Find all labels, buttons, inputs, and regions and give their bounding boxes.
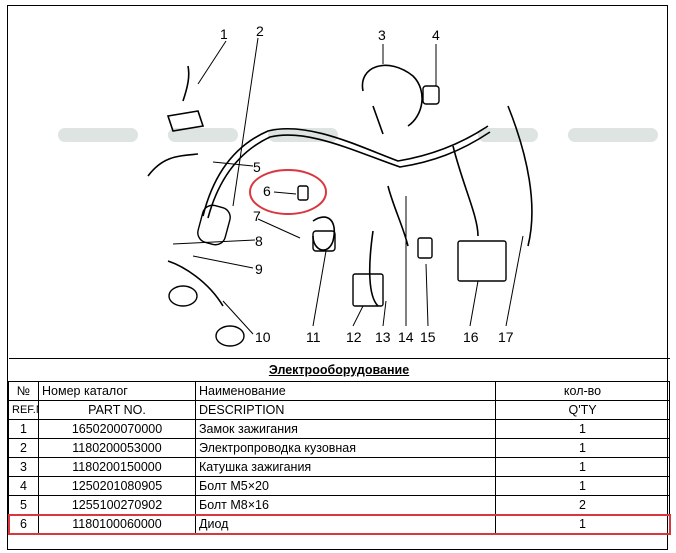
table-row: 3 1180200150000 Катушка зажигания 1 (8, 457, 671, 477)
harness-lines (147, 64, 533, 307)
callout-7: 7 (253, 208, 261, 224)
callout-1: 1 (220, 26, 228, 42)
row-name: Диод (195, 514, 496, 534)
row-qty: 1 (494, 476, 671, 496)
row-no: 3 (8, 457, 39, 477)
header-row-ru: № Номер каталог Наименование кол-во (8, 381, 671, 401)
header-qty: кол-во (494, 381, 671, 401)
callout-10: 10 (255, 329, 271, 345)
header-description: DESCRIPTION (195, 400, 496, 420)
components (168, 85, 507, 347)
page-frame: 1 2 3 4 5 6 7 8 9 10 11 12 13 14 15 16 1… (7, 5, 671, 550)
row-no: 6 (8, 514, 39, 534)
callout-2: 2 (256, 23, 264, 39)
row-part: 1180200053000 (38, 438, 196, 458)
row-part: 1250201080905 (38, 476, 196, 496)
table-row-highlighted: 6 1180100060000 Диод 1 (7, 513, 671, 535)
table-row: 1 1650200070000 Замок зажигания 1 (8, 419, 671, 439)
row-name: Замок зажигания (195, 419, 496, 439)
row-part: 1180100060000 (38, 514, 196, 534)
header-part-no: PART NO. (38, 400, 196, 420)
row-qty: 1 (494, 514, 671, 534)
row-name: Электропроводка кузовная (195, 438, 496, 458)
row-qty: 1 (494, 419, 671, 439)
callout-4: 4 (432, 27, 440, 43)
header-part: Номер каталог (38, 381, 196, 401)
callout-14: 14 (398, 329, 414, 345)
header-ref-no: REF.NO. (8, 400, 39, 420)
row-no: 4 (8, 476, 39, 496)
callout-3: 3 (378, 27, 386, 43)
row-name: Болт M8×16 (195, 495, 496, 515)
row-part: 1255100270902 (38, 495, 196, 515)
callout-6: 6 (263, 183, 271, 199)
row-no: 2 (8, 438, 39, 458)
callout-12: 12 (346, 329, 362, 345)
section-title: Электрооборудование (8, 358, 670, 382)
section-title-row: Электрооборудование (8, 358, 670, 382)
callout-11: 11 (306, 329, 321, 345)
callout-16: 16 (463, 329, 479, 345)
table-row: 4 1250201080905 Болт M5×20 1 (8, 476, 671, 496)
callout-17: 17 (498, 329, 514, 345)
highlight-circle (249, 169, 327, 215)
row-no: 5 (8, 495, 39, 515)
callout-15: 15 (420, 329, 436, 345)
header-no: № (8, 381, 39, 401)
wiring-diagram: 1 2 3 4 5 6 7 8 9 10 11 12 13 14 15 16 1… (58, 23, 658, 347)
row-part: 1180200150000 (38, 457, 196, 477)
callout-13: 13 (375, 329, 391, 345)
row-qty: 1 (494, 457, 671, 477)
header-row-en: REF.NO. PART NO. DESCRIPTION Q'TY (8, 400, 671, 420)
parts-table: Электрооборудование № Номер каталог Наим… (7, 358, 671, 535)
row-qty: 2 (494, 495, 671, 515)
header-qty-en: Q'TY (494, 400, 671, 420)
row-name: Болт M5×20 (195, 476, 496, 496)
row-part: 1650200070000 (38, 419, 196, 439)
table-row: 2 1180200053000 Электропроводка кузовная… (8, 438, 671, 458)
callout-labels: 1 2 3 4 5 6 7 8 9 10 11 12 13 14 15 16 1… (220, 23, 514, 345)
parts-table-area: Электрооборудование № Номер каталог Наим… (7, 358, 671, 535)
leader-lines (172, 37, 524, 335)
watermark-logo (58, 128, 658, 142)
row-name: Катушка зажигания (195, 457, 496, 477)
header-name: Наименование (195, 381, 496, 401)
callout-8: 8 (255, 233, 263, 249)
row-qty: 1 (494, 438, 671, 458)
callout-5: 5 (253, 159, 261, 175)
callout-9: 9 (255, 261, 263, 277)
table-row: 5 1255100270902 Болт M8×16 2 (8, 495, 671, 515)
row-no: 1 (8, 419, 39, 439)
